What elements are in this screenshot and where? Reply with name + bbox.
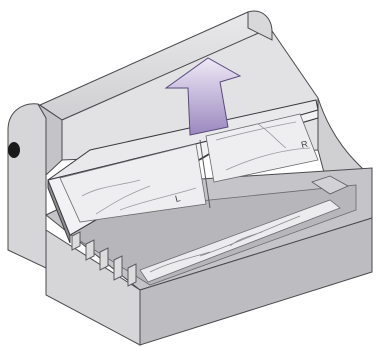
handle-hole-icon bbox=[8, 142, 20, 158]
